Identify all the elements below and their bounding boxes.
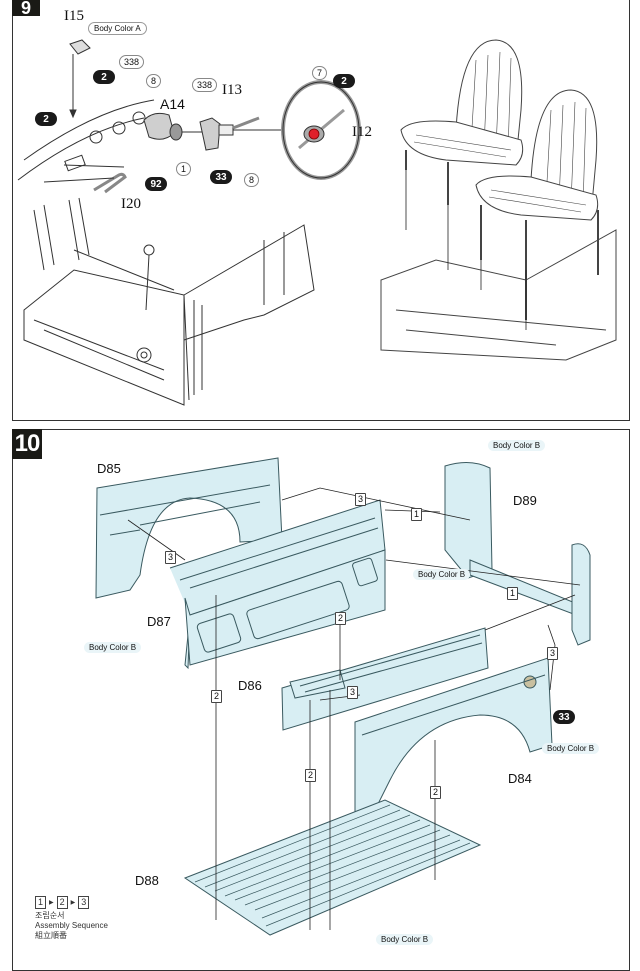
- legend-english: Assembly Sequence: [35, 921, 108, 930]
- paint-code-1: 1: [176, 162, 192, 176]
- paint-code-338: 338: [119, 55, 145, 69]
- body-color-a-callout: Body Color A: [88, 22, 147, 35]
- body-color-b-callout-d89: Body Color B: [488, 440, 546, 451]
- sequence-step: 1: [35, 896, 46, 909]
- part-label-d86: D86: [238, 678, 262, 693]
- part-label-d84: D84: [508, 771, 532, 786]
- paint-code-8: 8: [146, 74, 162, 88]
- play-arrow-icon: ▶: [49, 899, 54, 906]
- paint-code-2: 2: [333, 74, 355, 88]
- part-label-i12: I12: [352, 124, 372, 140]
- part-label-d87: D87: [147, 614, 171, 629]
- body-color-b-callout-d86: Body Color B: [413, 569, 471, 580]
- paint-code-2: 2: [35, 112, 57, 126]
- part-label-d85: D85: [97, 461, 121, 476]
- sequence-step: 2: [56, 896, 68, 909]
- part-label-d88: D88: [135, 873, 159, 888]
- sequence-marker-3: 3: [165, 551, 176, 564]
- paint-code-2: 2: [93, 70, 115, 84]
- sequence-marker-3: 3: [347, 686, 358, 699]
- legend-japanese: 組立順番: [35, 931, 67, 940]
- play-arrow-icon: ▶: [70, 899, 76, 906]
- part-label-i13: I13: [222, 82, 242, 98]
- part-label-d89: D89: [513, 493, 537, 508]
- step-10-badge: 10: [12, 429, 42, 459]
- paint-code-33: 33: [210, 170, 232, 184]
- paint-code-33: 33: [553, 710, 575, 724]
- body-color-b-callout-d84: Body Color B: [542, 743, 600, 754]
- part-label-a14: A14: [160, 96, 185, 112]
- part-label-i15: I15: [64, 8, 84, 24]
- sequence-marker-2: 2: [430, 786, 441, 799]
- body-color-b-callout-d88: Body Color B: [376, 934, 434, 945]
- legend-korean: 조립순서: [35, 911, 65, 920]
- paint-code-8: 8: [244, 173, 260, 187]
- sequence-marker-1: 1: [507, 587, 518, 600]
- sequence-order: 1 ▶ 2 ▶ 3: [35, 896, 108, 909]
- sequence-marker-3: 3: [355, 493, 366, 506]
- sequence-marker-2: 2: [211, 690, 222, 703]
- step-9-badge: 9: [12, 0, 40, 16]
- step-9-seats-drawing: [380, 39, 617, 361]
- paint-code-338: 338: [192, 78, 218, 92]
- step-10-truck-bed-drawing: [95, 457, 591, 936]
- paint-code-7: 7: [312, 66, 328, 80]
- assembly-sequence-legend: 1 ▶ 2 ▶ 3 조립순서 Assembly Sequence 組立順番: [35, 896, 108, 941]
- sequence-marker-3: 3: [547, 647, 558, 660]
- body-color-b-callout-d85: Body Color B: [84, 642, 142, 653]
- paint-code-92: 92: [145, 177, 167, 191]
- sequence-marker-2: 2: [305, 769, 316, 782]
- step-9-dashboard-drawing: [17, 39, 361, 406]
- part-label-i20: I20: [121, 196, 141, 212]
- sequence-marker-1: 1: [411, 508, 422, 521]
- sequence-step: 3: [78, 896, 90, 909]
- sequence-marker-2: 2: [335, 612, 346, 625]
